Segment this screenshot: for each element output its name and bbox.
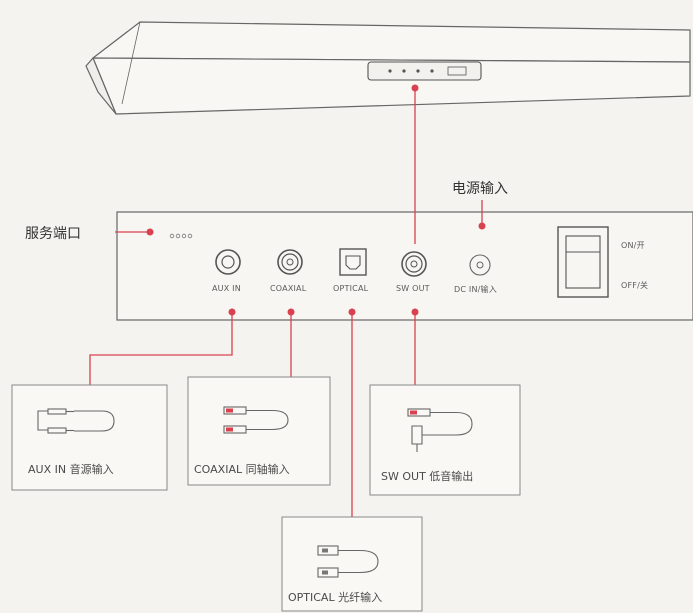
sw-out-cable-caption: SW OUT 低音输出 — [381, 470, 474, 483]
cable-box-coaxial — [187, 376, 331, 486]
optical-port-label: OPTICAL — [333, 284, 369, 293]
connector-lines — [89, 88, 483, 517]
dc-in-jack-icon — [469, 254, 491, 276]
soundbar-end-cap — [85, 57, 117, 115]
optical-port-icon — [339, 248, 367, 276]
sw-out-jack-icon — [401, 251, 427, 277]
aux-in-jack-icon — [215, 249, 241, 275]
service-port — [169, 233, 193, 239]
service-port-label: 服务端口 — [25, 226, 81, 242]
cable-box-sw-out — [369, 384, 521, 496]
soundbar-control-panel — [367, 61, 482, 81]
soundbar-top-face — [92, 21, 691, 63]
power-switch — [557, 226, 609, 298]
cable-box-optical — [281, 516, 423, 612]
sw-out-port-label: SW OUT — [396, 284, 430, 293]
coaxial-jack-icon — [277, 249, 303, 275]
switch-on-label: ON/开 — [621, 241, 645, 250]
optical-cable-caption: OPTICAL 光纤输入 — [288, 591, 383, 604]
connector-dots — [146, 84, 486, 316]
aux-cable-icon — [37, 408, 115, 434]
sw-out-cable-icon — [407, 408, 473, 452]
dc-in-port-label: DC IN/输入 — [454, 285, 497, 294]
coaxial-cable-icon — [223, 406, 289, 434]
switch-off-label: OFF/关 — [621, 281, 649, 290]
aux-in-port-label: AUX IN — [212, 284, 241, 293]
soundbar — [85, 21, 691, 115]
aux-cable-caption: AUX IN 音源输入 — [28, 463, 114, 476]
coaxial-port-label: COAXIAL — [270, 284, 307, 293]
power-input-label: 电源输入 — [452, 181, 508, 197]
coaxial-cable-caption: COAXIAL 同轴输入 — [194, 463, 290, 476]
cable-box-aux — [11, 384, 168, 491]
optical-cable-icon — [317, 545, 379, 578]
back-panel — [116, 211, 693, 321]
